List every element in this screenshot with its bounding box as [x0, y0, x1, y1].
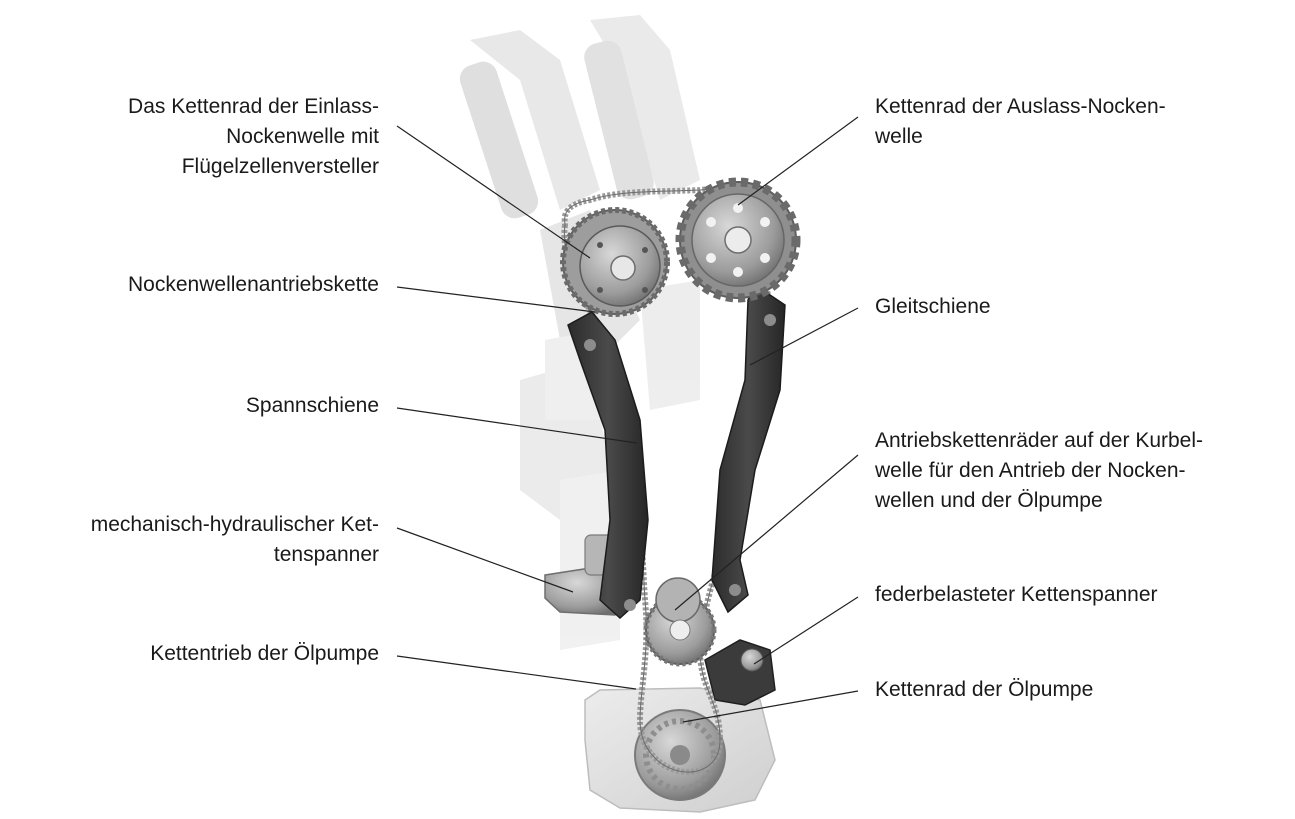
label-oil-pump-chain-drive: Kettentrieb der Ölpumpe: [150, 639, 379, 669]
intake-camshaft-sprocket: [563, 210, 667, 314]
leader-oil-pump-chain: [397, 656, 636, 689]
spring-tensioner: [705, 640, 775, 705]
label-crankshaft-sprockets: Antriebskettenräder auf der Kurbel- well…: [875, 426, 1203, 516]
label-guide-rail: Gleitschiene: [875, 292, 991, 322]
leader-exhaust-sprocket: [738, 117, 858, 205]
label-camshaft-drive-chain: Nockenwellenantriebskette: [128, 270, 379, 300]
crankshaft-sprockets: [646, 578, 714, 664]
label-exhaust-camshaft-sprocket: Kettenrad der Auslass-Nocken- welle: [875, 92, 1166, 152]
label-spring-tensioner: federbelasteter Kettenspanner: [875, 580, 1158, 610]
leader-crank-sprockets: [675, 455, 858, 610]
leader-hydraulic-tensioner: [397, 528, 573, 592]
guide-rail: [712, 285, 785, 612]
label-tensioner-rail: Spannschiene: [246, 391, 379, 421]
label-oil-pump-sprocket: Kettenrad der Ölpumpe: [875, 675, 1093, 705]
label-hydraulic-tensioner: mechanisch-hydraulischer Ket- tenspanner: [91, 510, 379, 570]
label-intake-camshaft-sprocket: Das Kettenrad der Einlass- Nockenwelle m…: [128, 92, 379, 182]
exhaust-camshaft-sprocket: [680, 182, 796, 298]
oil-pump-housing: [585, 688, 775, 812]
leader-spring-tensioner: [754, 597, 858, 664]
